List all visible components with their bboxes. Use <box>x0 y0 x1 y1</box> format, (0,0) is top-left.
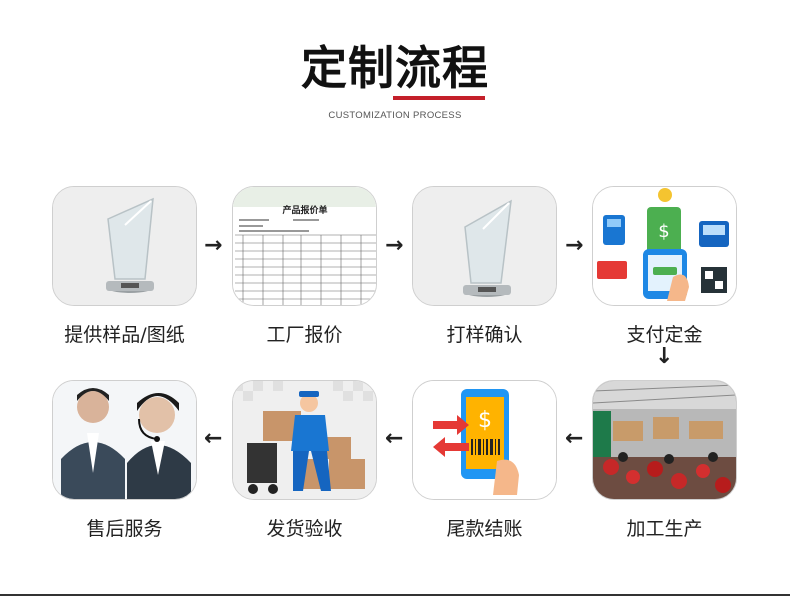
step-label: 尾款结账 <box>446 518 523 540</box>
step-delivery: 发货验收 <box>232 380 377 540</box>
page-subtitle: CUSTOMIZATION PROCESS <box>328 110 462 121</box>
step-card <box>412 186 557 306</box>
step-label: 发货验收 <box>266 518 343 540</box>
arrow-right-icon: → <box>204 233 223 258</box>
trophy-icon <box>413 187 556 305</box>
step-card <box>232 380 377 500</box>
step-card: 产品报价单 <box>232 186 377 306</box>
step-factory-quote: 产品报价单 <box>232 186 377 346</box>
step-label: 支付定金 <box>626 324 703 346</box>
arrow-left-icon: ← <box>204 426 223 451</box>
step-pay-deposit: $ 支付定金 <box>592 186 737 346</box>
step-after-sales: 售后服务 <box>52 380 197 540</box>
arrow-right-icon: → <box>385 233 404 258</box>
step-card <box>52 380 197 500</box>
step-sample-confirm: 打样确认 <box>412 186 557 346</box>
svg-text:$: $ <box>478 408 492 433</box>
step-label: 工厂报价 <box>266 324 343 346</box>
title-underline <box>393 96 485 100</box>
step-label: 提供样品/图纸 <box>64 324 185 346</box>
step-provide-sample: 提供样品/图纸 <box>52 186 197 346</box>
delivery-icon <box>233 381 376 499</box>
arrow-down-icon: ↓ <box>655 344 674 369</box>
step-card: $ <box>412 380 557 500</box>
quote-sheet-icon: 产品报价单 <box>233 187 376 305</box>
step-card: $ <box>592 186 737 306</box>
page-title-text: 定制流程 <box>301 41 489 95</box>
step-card <box>592 380 737 500</box>
arrow-left-icon: ← <box>385 426 404 451</box>
step-final-payment: $ 尾款结账 <box>412 380 557 540</box>
step-label: 加工生产 <box>626 518 703 540</box>
step-production: 加工生产 <box>592 380 737 540</box>
payment-icon: $ <box>593 187 736 305</box>
step-card <box>52 186 197 306</box>
quote-sheet-title: 产品报价单 <box>282 204 327 216</box>
arrow-right-icon: → <box>565 233 584 258</box>
customer-service-icon <box>53 381 196 499</box>
factory-floor-icon <box>593 381 736 499</box>
arrow-left-icon: ← <box>565 426 584 451</box>
page-title: 定制流程 <box>301 40 489 100</box>
trophy-icon <box>53 187 196 305</box>
mobile-payment-icon: $ <box>413 381 556 499</box>
title-wrap: 定制流程 <box>0 40 790 100</box>
bottom-divider <box>0 594 790 596</box>
step-label: 打样确认 <box>446 324 523 346</box>
step-label: 售后服务 <box>86 518 163 540</box>
svg-text:$: $ <box>658 221 669 242</box>
